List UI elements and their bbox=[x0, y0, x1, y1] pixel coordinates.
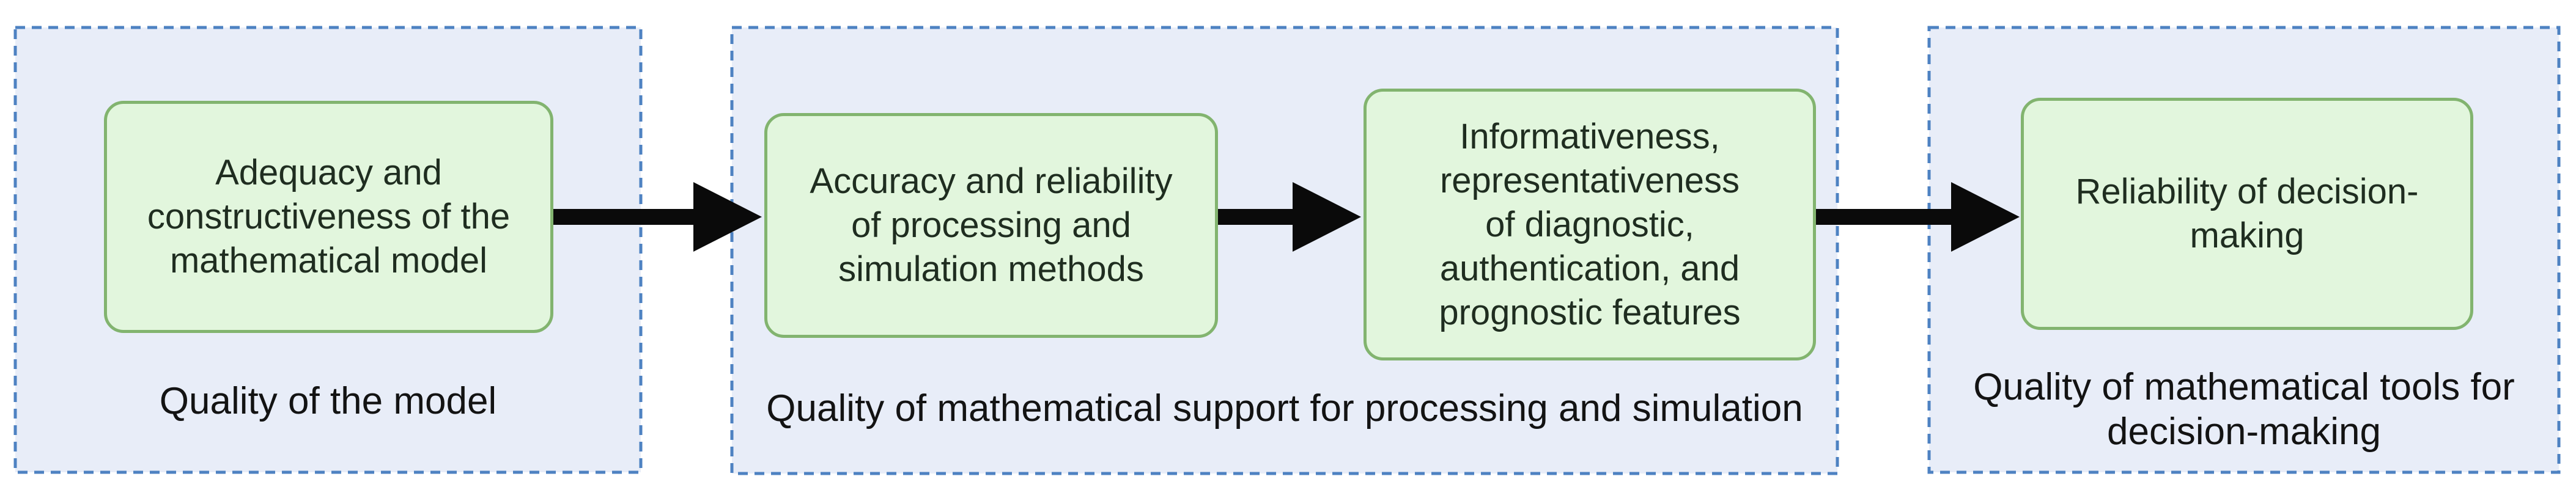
stage-box-text: Accuracy and reliability of processing a… bbox=[810, 161, 1173, 289]
panel-label-model-quality: Quality of the model bbox=[159, 380, 497, 422]
flow-arrow-2 bbox=[1217, 182, 1361, 252]
stage-box-decision-reliability: Reliability of decision- making bbox=[2021, 98, 2473, 330]
stage-box-text: Reliability of decision- making bbox=[2075, 172, 2419, 255]
panel-label-processing-simulation-quality: Quality of mathematical support for proc… bbox=[766, 387, 1803, 430]
stage-box-text: Informativeness, representativeness of d… bbox=[1439, 116, 1741, 332]
panel-label-decision-tools-quality: Quality of mathematical tools for decisi… bbox=[1973, 366, 2515, 453]
stage-box-processing-accuracy: Accuracy and reliability of processing a… bbox=[764, 113, 1218, 338]
stage-box-text: Adequacy and constructiveness of the mat… bbox=[147, 153, 511, 280]
flow-arrow-3 bbox=[1815, 182, 2020, 252]
stage-box-feature-informativeness: Informativeness, representativeness of d… bbox=[1364, 89, 1816, 360]
stage-box-model-adequacy: Adequacy and constructiveness of the mat… bbox=[104, 101, 553, 333]
flow-arrow-1 bbox=[553, 182, 762, 252]
